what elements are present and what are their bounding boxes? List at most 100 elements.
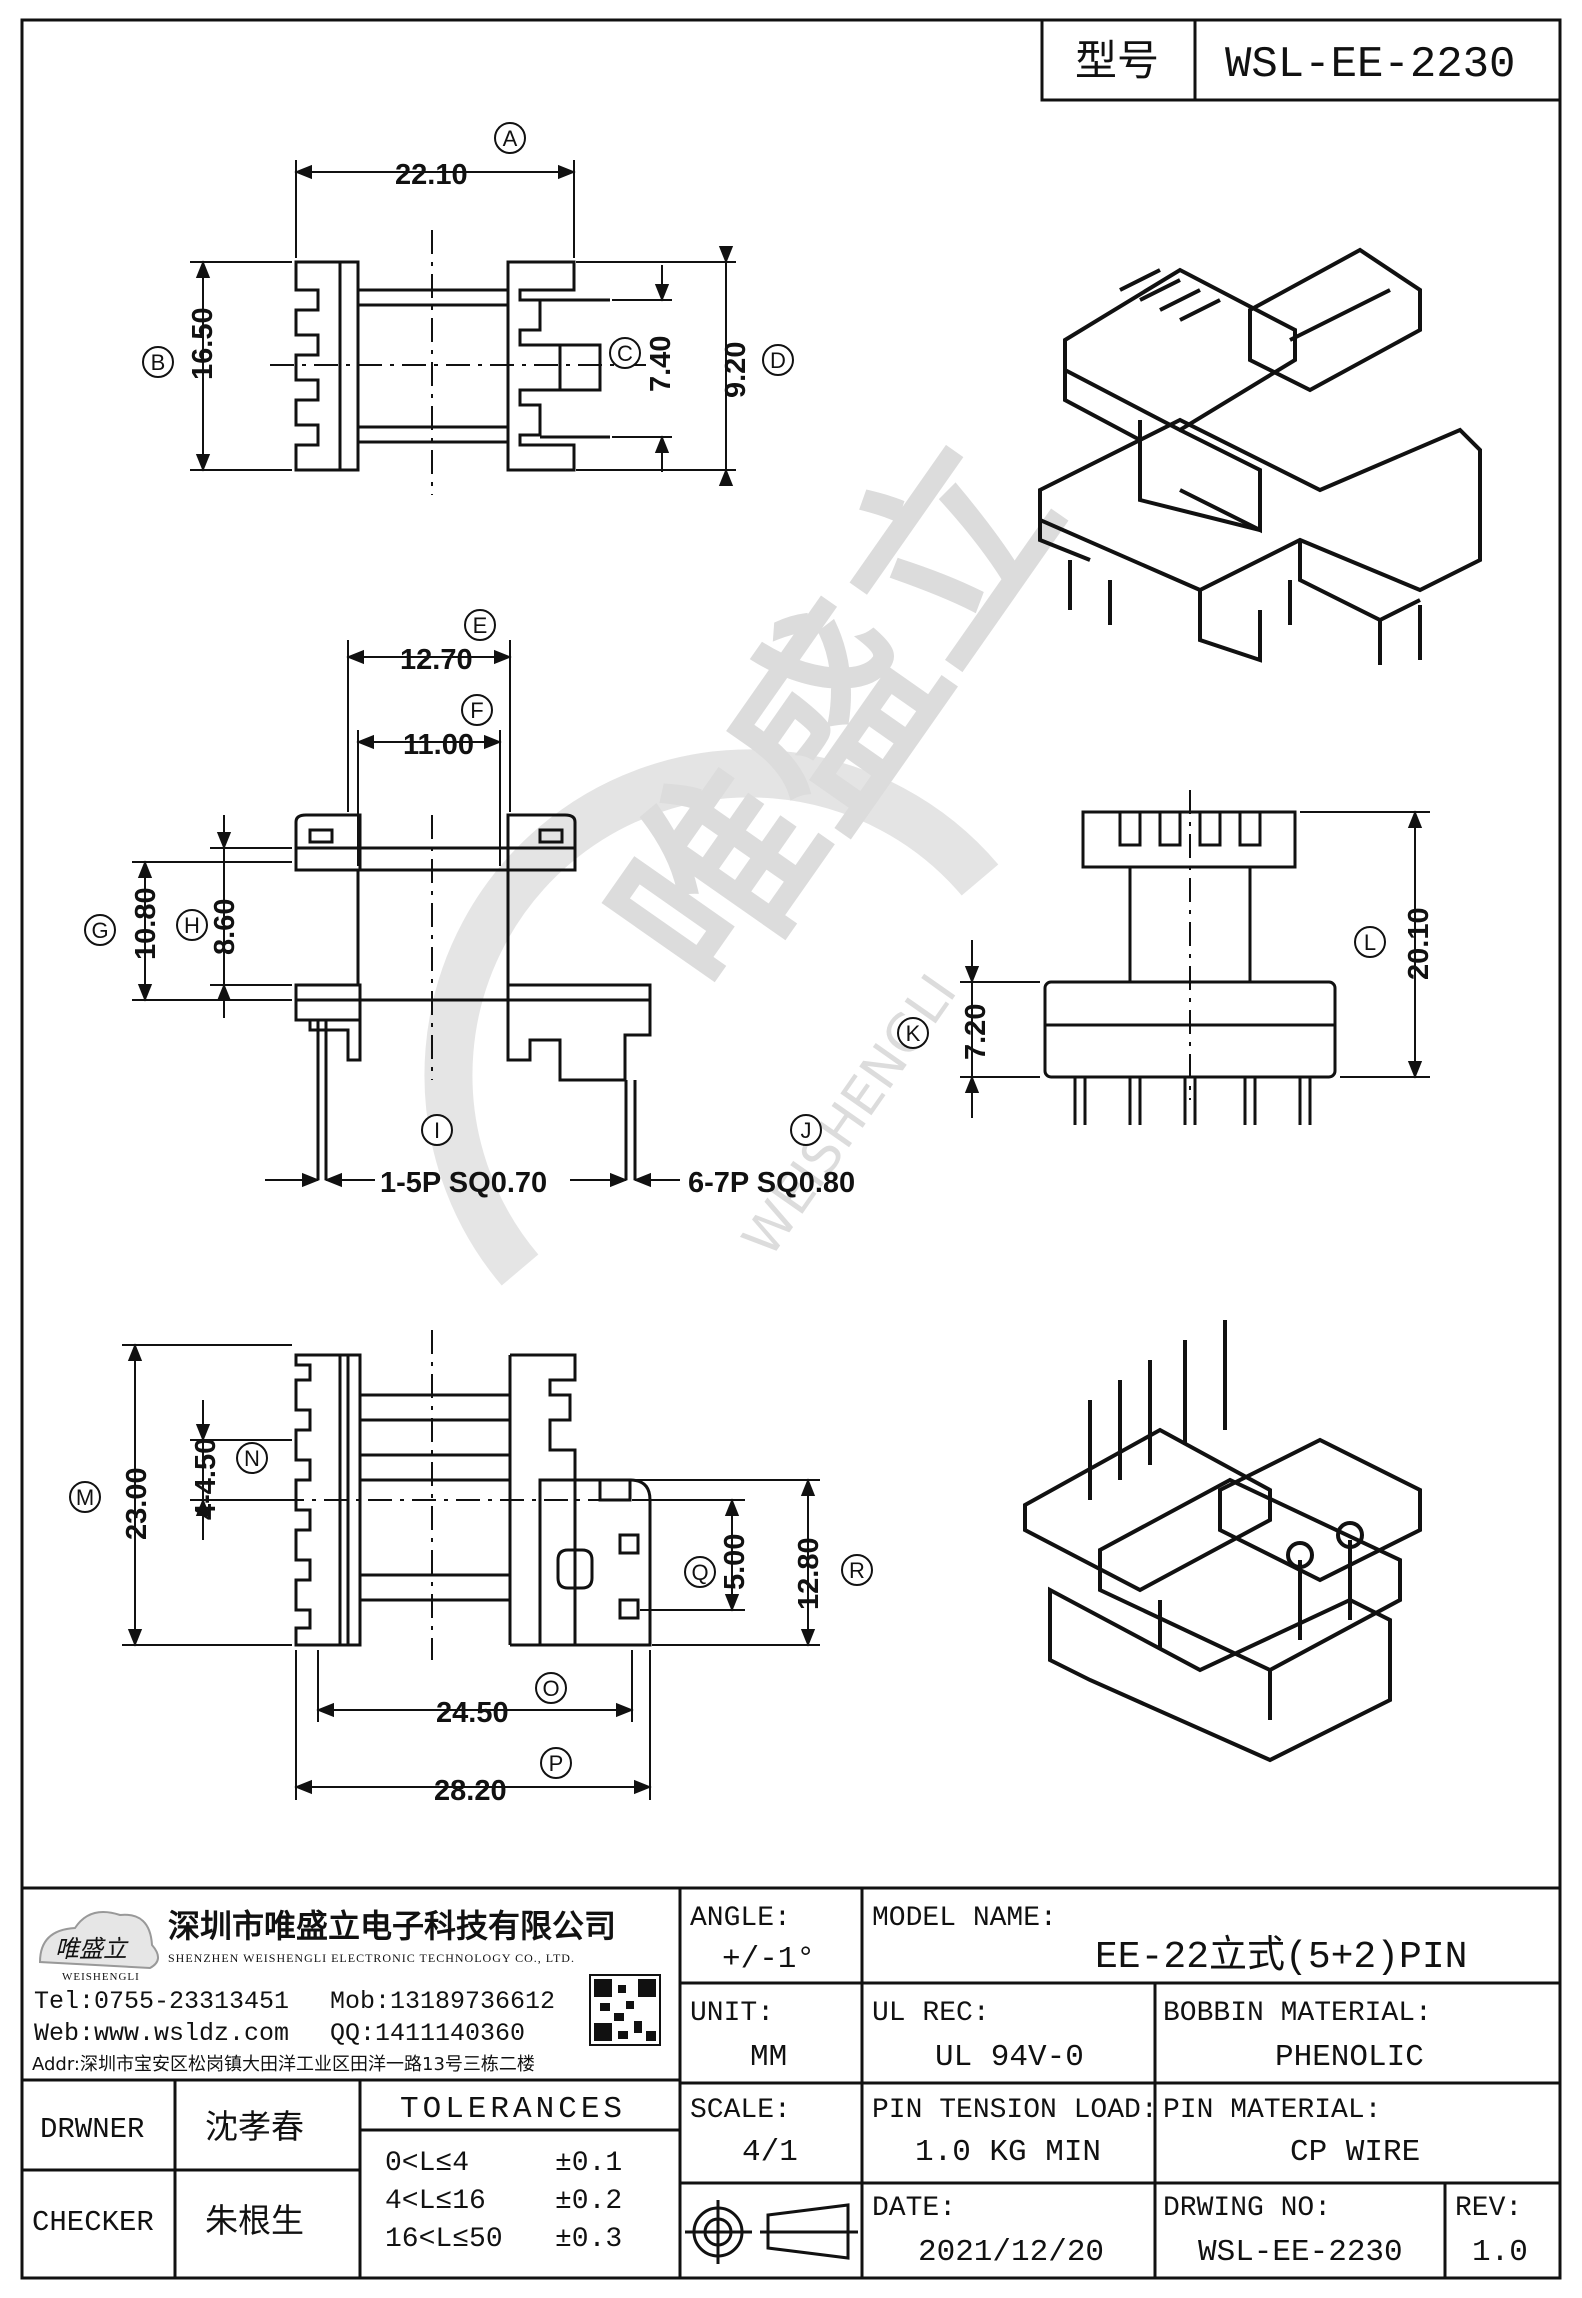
bubble-q: Q [684,1556,716,1588]
tol-range-1: 4<L≤16 [385,2186,486,2217]
pin-tension-value: 1.0 KG MIN [915,2135,1101,2170]
svg-text:P: P [549,1751,564,1776]
top-view [270,230,650,495]
bobbin-label: BOBBIN MATERIAL: [1163,1998,1432,2029]
logo-sub: WEISHENGLI [62,1971,140,1983]
header-box: 型号 WSL-EE-2230 [1040,18,1562,102]
company-logo: 唯盛立 WEISHENGLI [38,1911,159,1983]
svg-text:N: N [244,1446,260,1471]
svg-text:M: M [76,1485,94,1510]
svg-text:I: I [434,1118,440,1143]
svg-text:K: K [906,1021,921,1046]
bottom-view [280,1330,720,1660]
dim-n: 4-4.50 [190,1438,222,1520]
svg-text:J: J [801,1118,812,1143]
bubble-r: R [841,1554,873,1586]
model-name-label: MODEL NAME: [872,1903,1057,1934]
bubble-m: M [69,1481,101,1513]
bobbin-value: PHENOLIC [1275,2040,1424,2075]
tol-range-0: 0<L≤4 [385,2148,469,2179]
side-view [1043,790,1337,1125]
bubble-h: H [176,909,208,941]
scale-label: SCALE: [690,2095,791,2126]
tol-value-0: ±0.1 [555,2148,622,2179]
svg-text:B: B [151,350,166,375]
bubble-c: C [609,337,641,369]
bubble-a: A [494,122,526,154]
side-view-dims [960,810,1430,1118]
type-label: 型号 [1075,36,1159,85]
dim-j: 6-7P SQ0.80 [688,1167,855,1199]
angle-label: ANGLE: [690,1903,791,1934]
dim-c: 7.40 [645,336,677,392]
projection-symbol [685,2200,858,2264]
dim-l: 20.10 [1403,907,1435,980]
date-value: 2021/12/20 [918,2235,1104,2270]
mob: Mob:13189736612 [330,1987,555,2016]
model-code: WSL-EE-2230 [1225,40,1515,90]
bubble-p: P [540,1747,572,1779]
model-name-value: EE-22立式(5+2)PIN [1095,1934,1467,1979]
front-view-dims [132,640,680,1188]
svg-text:F: F [470,698,483,723]
dim-q: 5.00 [719,1534,751,1590]
date-label: DATE: [872,2193,956,2224]
dim-k: 7.20 [960,1004,992,1060]
dim-f: 11.00 [403,729,474,761]
unit-value: MM [750,2040,787,2075]
drawing-no-label: DRWING NO: [1163,2193,1331,2224]
bubble-n: N [236,1442,268,1474]
bubble-g: G [84,914,116,946]
watermark-cn: 唯盛立 [568,402,1103,1027]
title-block [20,1886,1562,2280]
isometric-view-bottom [1023,1320,1422,1763]
bubble-f: F [461,694,493,726]
pin-material-value: CP WIRE [1290,2135,1420,2170]
bubble-i: I [421,1114,453,1146]
pin-tension-label: PIN TENSION LOAD: [872,2095,1158,2126]
bubble-k: K [897,1017,929,1049]
dim-a: 22.10 [395,159,468,191]
svg-text:A: A [503,126,518,151]
svg-text:L: L [1364,930,1376,955]
svg-text:E: E [473,613,488,638]
pin-material-label: PIN MATERIAL: [1163,2095,1381,2126]
front-view [294,813,652,1180]
drawer-value: 沈孝春 [205,2107,304,2146]
dim-d: 9.20 [720,342,752,398]
tol-value-1: ±0.2 [555,2186,622,2217]
svg-text:H: H [184,913,200,938]
unit-label: UNIT: [690,1998,774,2029]
checker-label: CHECKER [32,2206,154,2239]
tolerances-label: TOLERANCES [400,2092,626,2127]
bubble-l: L [1354,926,1386,958]
ul-label: UL REC: [872,1998,990,2029]
dim-m: 23.00 [121,1467,153,1540]
svg-text:D: D [770,348,786,373]
top-view-dims [190,160,736,487]
dim-g: 10.80 [130,887,162,960]
drawing-no-value: WSL-EE-2230 [1198,2235,1403,2270]
qr-code [589,1974,661,2046]
angle-value: +/-1° [722,1942,815,1977]
svg-text:Q: Q [691,1560,708,1585]
rev-label: REV: [1455,2193,1522,2224]
drawer-label: DRWNER [40,2113,144,2146]
bubble-e: E [464,609,496,641]
bottom-view-dims [122,1343,820,1800]
bubble-d: D [762,344,794,376]
tol-value-2: ±0.3 [555,2224,622,2255]
bubble-b: B [142,346,174,378]
company-cn: 深圳市唯盛立电子科技有限公司 [168,1907,616,1945]
tol-range-2: 16<L≤50 [385,2224,503,2255]
qq: QQ:1411140360 [330,2019,525,2048]
isometric-view-top [1038,247,1482,665]
rev-value: 1.0 [1472,2235,1528,2270]
company-en: SHENZHEN WEISHENGLI ELECTRONIC TECHNOLOG… [168,1951,575,1965]
logo-text: 唯盛立 [55,1935,129,1963]
dim-b: 16.50 [187,307,219,380]
dim-i: 1-5P SQ0.70 [380,1167,547,1199]
dim-o: 24.50 [436,1697,509,1729]
watermark: 唯盛立 WEISHENGLI [424,402,1103,1286]
